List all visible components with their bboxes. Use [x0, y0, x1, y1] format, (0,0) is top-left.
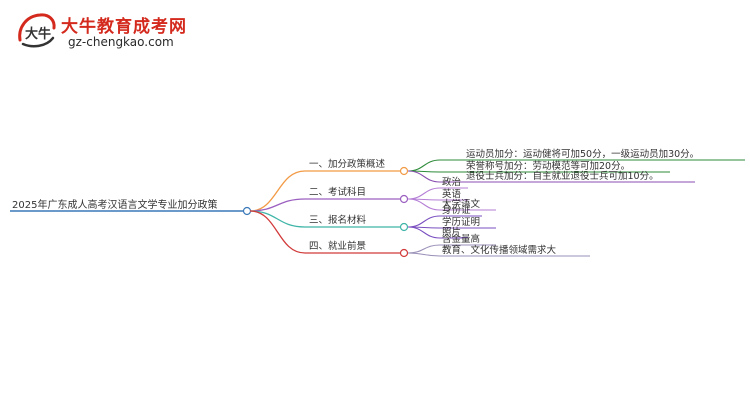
leaf-label-1-2: 荣誉称号加分：劳动模范等可加20分。: [466, 161, 631, 172]
leaf-connector-4-1: [407, 244, 441, 254]
leaf-connector-1-3: [407, 170, 441, 183]
leaf-connector-3-1: [407, 215, 441, 228]
branch-connector-3: [249, 210, 306, 228]
branch-collapse-toggle-4[interactable]: [399, 248, 409, 258]
leaf-connector-4-2: [407, 252, 441, 257]
leaf-label-2-1: 政治: [442, 177, 462, 188]
leaf-label-3-2: 学历证明: [442, 217, 481, 228]
branch-label-3: 三、报名材料: [309, 215, 367, 226]
leaf-connector-2-3: [407, 198, 441, 211]
leaf-label-4-1: 含金量高: [442, 234, 481, 245]
root-collapse-toggle[interactable]: [242, 206, 252, 216]
branch-collapse-toggle-3[interactable]: [399, 222, 409, 232]
branch-label-1: 一、加分政策概述: [309, 159, 386, 170]
leaf-label-4-2: 教育、文化传播领域需求大: [442, 245, 557, 256]
branch-collapse-toggle-2[interactable]: [399, 194, 409, 204]
branch-label-2: 二、考试科目: [309, 187, 367, 198]
brand-url: gz-chengkao.com: [68, 35, 174, 49]
leaf-connector-2-1: [407, 187, 441, 200]
branch-connector-1: [249, 170, 306, 212]
brand-logo: 大牛 大牛教育成考网 gz-chengkao.com: [14, 10, 186, 56]
leaf-label-1-3: 退役士兵加分：自主就业退役士兵可加10分。: [466, 171, 659, 182]
root-node-label: 2025年广东成人高考汉语言文学专业加分政策: [12, 200, 218, 211]
branch-connector-2: [249, 198, 306, 212]
leaf-connector-3-3: [407, 226, 441, 239]
branch-connector-4: [249, 210, 306, 254]
logo-mark-icon: 大牛: [18, 13, 56, 48]
branch-label-4: 四、就业前景: [309, 241, 367, 252]
leaf-connector-1-1: [407, 159, 441, 172]
leaf-label-1-1: 运动员加分：运动健将可加50分，一级运动员加30分。: [466, 149, 700, 160]
leaf-label-2-3: 大学语文: [442, 199, 481, 210]
leaf-label-3-1: 身份证: [442, 205, 471, 216]
branch-collapse-toggle-1[interactable]: [399, 166, 409, 176]
leaf-label-2-2: 英语: [442, 189, 462, 200]
leaf-label-3-3: 照片: [442, 227, 462, 238]
brand-name: 大牛教育成考网: [61, 17, 187, 37]
svg-text:大牛: 大牛: [25, 26, 51, 42]
